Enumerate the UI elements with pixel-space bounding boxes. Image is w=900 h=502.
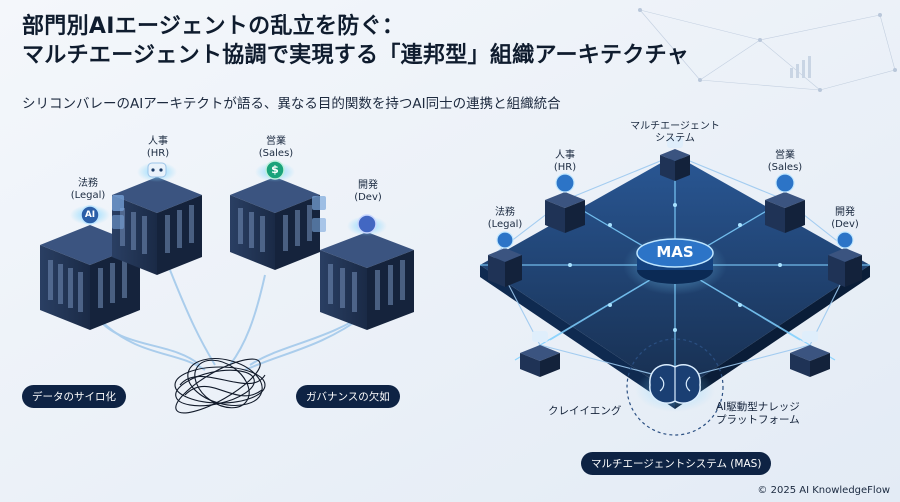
title-line-1: 部門別AIエージェントの乱立を防ぐ： — [22, 14, 405, 39]
label-dev-left: 開発 (Dev) — [354, 180, 382, 203]
label-sales-left: 営業 (Sales) — [258, 136, 294, 159]
label-mas-system: マルチエージェント システム — [630, 121, 720, 144]
label-knowledge-platform: AI駆動型ナレッジ プラットフォーム — [716, 401, 800, 426]
node-mas-system — [660, 137, 690, 181]
title-line-2: マルチエージェント協調で実現する「連邦型」組織アーキテクチャ — [22, 43, 690, 68]
node-bottom-left — [520, 331, 560, 377]
label-sales-right: 営業 (Sales) — [767, 150, 803, 173]
label-dev-right: 開発 (Dev) — [831, 207, 859, 230]
mas-pill: マルチエージェントシステム (MAS) — [581, 452, 772, 475]
legal-ai-icon-text: AI — [84, 210, 96, 220]
label-hr-right: 人事 (HR) — [553, 150, 577, 173]
label-crayeng: クレイイエング — [548, 405, 622, 417]
page-title: 部門別AIエージェントの乱立を防ぐ： マルチエージェント協調で実現する「連邦型」… — [22, 12, 689, 70]
sales-dollar-icon-text: $ — [271, 163, 279, 176]
copyright: © 2025 AI KnowledgeFlow — [757, 485, 890, 496]
building-sales — [230, 160, 320, 270]
node-legal — [488, 231, 522, 287]
building-dev — [320, 214, 414, 330]
node-bottom-right — [790, 331, 830, 377]
node-hr — [545, 173, 585, 233]
page-subtitle: シリコンバレーのAIアーキテクトが語る、異なる目的関数を持つAI同士の連携と組織… — [22, 96, 561, 112]
node-dev — [828, 231, 862, 287]
left-silo-illustration — [40, 160, 414, 414]
right-mas-illustration — [480, 137, 870, 436]
governance-label: ガバナンスの欠如 — [296, 385, 400, 408]
label-hr-left: 人事 (HR) — [146, 136, 170, 159]
mas-hub — [623, 235, 727, 295]
label-legal-right: 法務 (Legal) — [487, 207, 523, 230]
silo-label: データのサイロ化 — [22, 385, 126, 408]
building-hr — [112, 162, 202, 275]
label-legal-left: 法務 (Legal) — [70, 178, 106, 201]
node-sales — [765, 173, 805, 233]
mas-hub-label: MAS — [656, 243, 694, 261]
document-panels — [112, 195, 326, 232]
brain-icon — [635, 364, 715, 412]
